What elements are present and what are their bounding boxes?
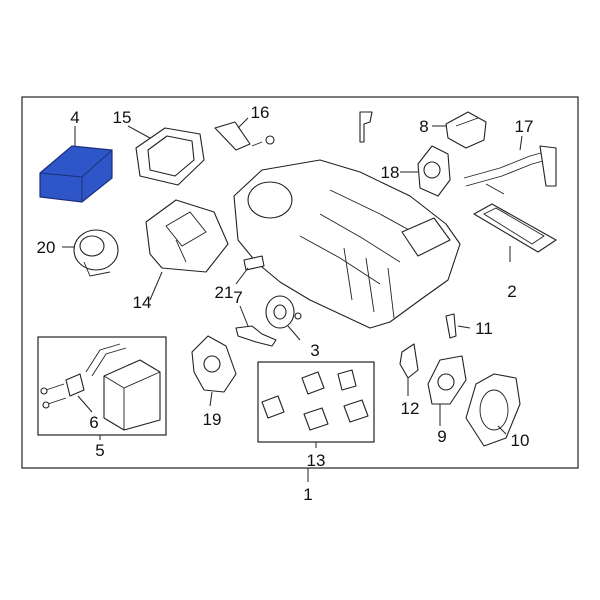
leader-19 <box>209 391 213 407</box>
sensor-part[interactable] <box>359 111 373 143</box>
callout-11: 11 <box>475 319 493 338</box>
evaporator-core-part[interactable] <box>85 343 161 431</box>
blower-housing-part[interactable] <box>145 199 229 273</box>
actuator-part-3[interactable] <box>265 295 302 329</box>
callout-14: 14 <box>133 293 152 312</box>
leader-6 <box>77 395 93 413</box>
heater-pipes-part[interactable] <box>463 145 557 195</box>
blower-motor-part[interactable] <box>73 229 119 277</box>
hose-part-7[interactable] <box>235 325 277 347</box>
leader-11 <box>457 325 471 329</box>
callout-16: 16 <box>251 103 270 122</box>
cabin-air-filter-part[interactable] <box>39 145 113 203</box>
evaporator-cover-part[interactable] <box>473 203 557 253</box>
leader-3 <box>287 325 301 341</box>
clip-part-12[interactable] <box>399 343 419 379</box>
clip-part-21[interactable] <box>243 255 265 271</box>
subgroup-box-5 <box>37 336 167 436</box>
actuator-part-9[interactable] <box>427 355 467 405</box>
bracket-part[interactable] <box>214 121 275 151</box>
leader-16 <box>237 117 249 129</box>
switch-part-b[interactable] <box>337 369 357 391</box>
callout-15: 15 <box>113 108 132 127</box>
leader-10 <box>497 425 507 435</box>
expansion-valve-part-6[interactable] <box>65 373 85 397</box>
leader-17 <box>519 135 523 151</box>
callout-8: 8 <box>419 117 428 136</box>
filter-frame-part[interactable] <box>135 127 205 186</box>
callout-21: 21 <box>215 283 234 302</box>
callout-9: 9 <box>437 427 446 446</box>
callout-7: 7 <box>233 288 242 307</box>
hvac-main-housing-part[interactable] <box>233 159 461 329</box>
leader-21 <box>235 267 249 285</box>
leader-15 <box>127 125 151 139</box>
callout-6: 6 <box>89 413 98 432</box>
callout-18: 18 <box>381 163 400 182</box>
actuator-part-8[interactable] <box>445 111 487 149</box>
leader-14 <box>149 271 163 301</box>
callout-19: 19 <box>203 410 222 429</box>
pin-part-11[interactable] <box>445 313 457 339</box>
callout-1: 1 <box>303 485 312 504</box>
diagram-frame <box>21 96 579 469</box>
callout-13: 13 <box>307 451 326 470</box>
leader-7 <box>239 305 249 327</box>
callout-20: 20 <box>37 238 56 257</box>
switch-part-d[interactable] <box>303 407 329 431</box>
actuator-cover-part-10[interactable] <box>465 373 521 447</box>
callout-3: 3 <box>310 341 319 360</box>
housing-piece-part-18[interactable] <box>417 145 451 197</box>
callout-10: 10 <box>511 431 530 450</box>
actuator-part-19[interactable] <box>191 335 237 393</box>
bolt-part[interactable] <box>40 383 67 409</box>
callout-12: 12 <box>401 399 420 418</box>
callout-2: 2 <box>507 282 516 301</box>
switch-part-c[interactable] <box>261 395 285 419</box>
switch-part-e[interactable] <box>343 399 369 423</box>
callout-17: 17 <box>515 117 534 136</box>
callout-5: 5 <box>95 441 104 460</box>
callout-4: 4 <box>70 108 79 127</box>
switch-part-a[interactable] <box>301 371 325 395</box>
